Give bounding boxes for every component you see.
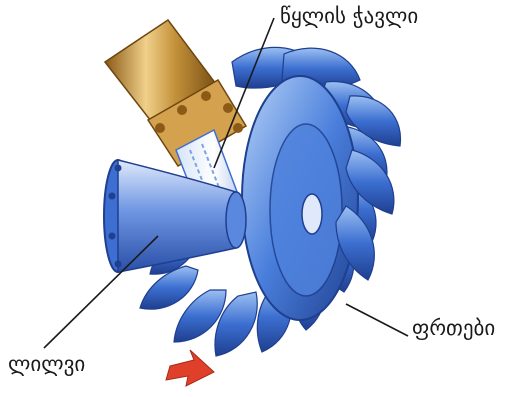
blades-label: ფრთები [412,318,495,339]
water-jet-label: წყლის ჭავლი [280,6,418,27]
blades-leader-line [346,304,408,336]
supply-pipe [105,20,246,166]
rotation-arrow-icon [166,350,214,386]
nozzle-label: ლილვი [8,354,85,375]
runner-disc [242,76,358,320]
nozzle-leader-line [44,236,158,348]
